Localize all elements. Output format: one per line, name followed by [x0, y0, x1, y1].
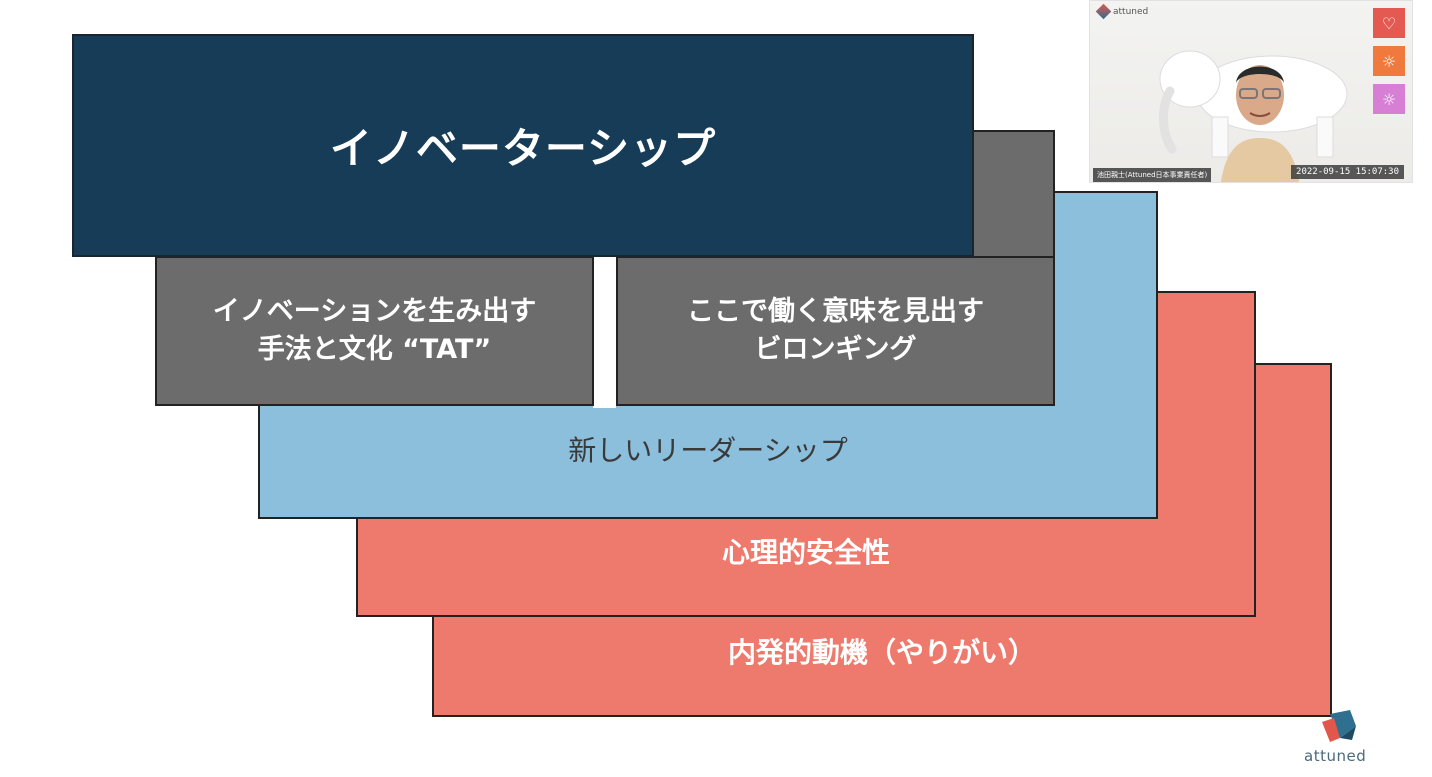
speaker-name-tag: 池田親士(Attuned日本事業責任者)	[1093, 168, 1212, 182]
innovation-method-line1: イノベーションを生み出す	[212, 296, 537, 327]
video-logo: attuned	[1095, 3, 1149, 20]
video-timestamp: 2022-09-15 15:07:30	[1291, 165, 1404, 179]
brand-name: attuned	[1304, 747, 1367, 765]
lightbulb-icon: ☼	[1381, 51, 1397, 71]
reaction-button-2[interactable]: ☼	[1373, 46, 1405, 76]
innovatorship-title: イノベーターシップ	[329, 124, 717, 173]
innovatorship-layer: イノベーターシップ	[72, 34, 974, 257]
psychological-safety-label: 心理的安全性	[721, 536, 890, 569]
new-leadership-label: 新しいリーダーシップ	[568, 434, 848, 467]
reaction-button-3[interactable]: ☼	[1373, 84, 1405, 114]
attuned-brand-logo-icon	[1322, 710, 1356, 742]
attuned-logo-icon	[1095, 3, 1112, 20]
belonging-box: ここで働く意味を見出す ビロンギング	[616, 256, 1055, 406]
belonging-line1: ここで働く意味を見出す	[687, 296, 984, 327]
intrinsic-motivation-label: 内発的動機（やりがい）	[727, 636, 1036, 669]
heart-icon: ♡	[1381, 13, 1397, 33]
speaker-video[interactable]: attuned ♡ ☼ ☼ 池田親士(Attuned日本事業責任者) 2022-…	[1089, 0, 1413, 183]
belonging-line2: ビロンギング	[754, 334, 917, 365]
reaction-button-1[interactable]: ♡	[1373, 8, 1405, 38]
lightbulb-icon: ☼	[1381, 89, 1397, 109]
speaker-person	[1220, 65, 1300, 182]
innovation-method-box: イノベーションを生み出す 手法と文化 “TAT”	[155, 256, 594, 406]
video-logo-text: attuned	[1113, 6, 1149, 17]
innovation-method-line2: 手法と文化 “TAT”	[257, 334, 492, 365]
gray-gap	[593, 250, 616, 408]
